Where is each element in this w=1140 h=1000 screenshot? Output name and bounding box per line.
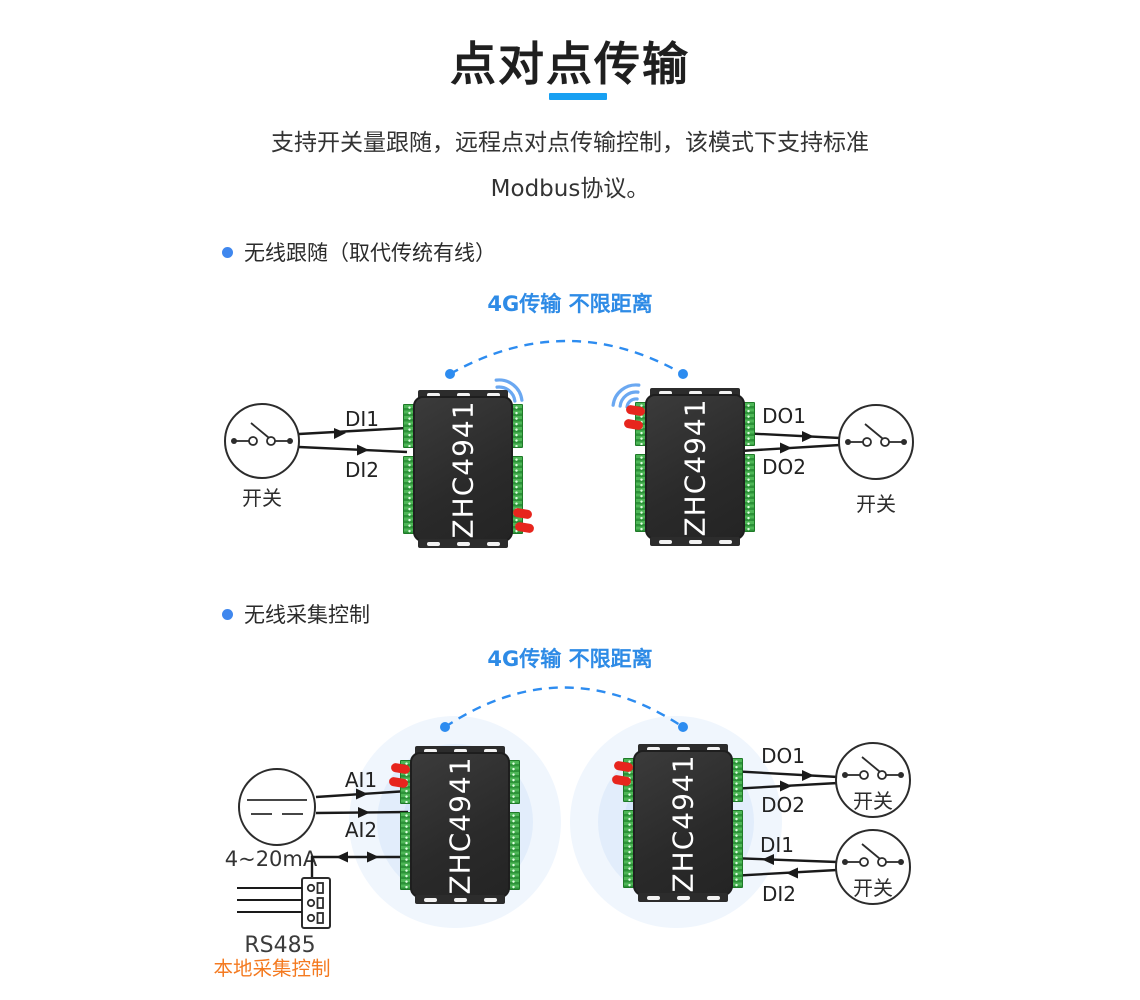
device-model-label: ZHC4941 [443, 755, 477, 895]
d2-ai-wires [315, 788, 409, 818]
device-model-label: ZHC4941 [446, 399, 480, 539]
bullet-icon [222, 608, 233, 620]
section1-heading-label: 无线跟随（取代传统有线） [244, 241, 496, 265]
d1-left-switch-node [224, 403, 300, 479]
section2-heading: 无线采集控制 [222, 599, 370, 629]
device-body: ZHC4941 [633, 750, 733, 896]
d2-top-switch-label: 开关 [853, 789, 893, 813]
mounting-flange [418, 539, 508, 548]
d1-do-wires [739, 431, 841, 454]
mounting-flange [415, 746, 505, 755]
d2-sensor-label: 4~20mA [225, 847, 318, 871]
mounting-flange [650, 388, 740, 397]
d2-do1-label: DO1 [761, 744, 805, 768]
d2-bottom-switch-label: 开关 [853, 876, 893, 900]
section1-heading: 无线跟随（取代传统有线） [222, 237, 496, 267]
d2-do-wires [729, 769, 839, 792]
d2-ai1-label: AI1 [345, 768, 377, 792]
d2-sensor-node [238, 768, 316, 846]
d2-di-wires [729, 854, 838, 879]
d2-bottom-switch-node [835, 829, 911, 905]
d1-do1-label: DO1 [762, 404, 806, 428]
d2-local-control-label: 本地采集控制 [213, 957, 330, 980]
subtitle-line-1: 支持开关量跟随，远程点对点传输控制，该模式下支持标准 [271, 130, 869, 156]
d2-rs485-label: RS485 [244, 933, 315, 958]
device-body: ZHC4941 [645, 394, 745, 540]
mounting-flange [650, 537, 740, 546]
bullet-icon [222, 246, 233, 258]
d2-left-device: ZHC4941 [388, 746, 521, 904]
d2-wireless-link-arc [440, 686, 688, 732]
device-model-label: ZHC4941 [666, 753, 700, 893]
d2-do2-label: DO2 [761, 793, 805, 817]
d1-left-switch-label: 开关 [242, 486, 282, 510]
page-title: 点对点传输 [450, 37, 690, 91]
d1-wireless-link-arc [445, 339, 688, 379]
d1-di1-label: DI1 [345, 407, 379, 431]
subtitle: 支持开关量跟随，远程点对点传输控制，该模式下支持标准 Modbus协议。 [0, 120, 1140, 212]
mounting-flange [415, 895, 505, 904]
subtitle-line-2: Modbus协议。 [490, 176, 650, 202]
d2-link-label: 4G传输 不限距离 [487, 647, 653, 671]
d1-left-device: ZHC4941 [402, 390, 535, 548]
d1-do2-label: DO2 [762, 455, 806, 479]
d2-di2-label: DI2 [762, 882, 796, 906]
d2-rs485-connector [237, 877, 331, 929]
mounting-flange [638, 744, 728, 753]
d1-right-device: ZHC4941 [623, 388, 756, 546]
device-model-label: ZHC4941 [678, 397, 712, 537]
mounting-flange [638, 893, 728, 902]
d2-ai2-label: AI2 [345, 818, 377, 842]
d1-link-label: 4G传输 不限距离 [487, 292, 653, 316]
d2-top-switch-node [835, 742, 911, 818]
mounting-flange [418, 390, 508, 399]
d1-di2-label: DI2 [345, 458, 379, 482]
title-underline [549, 93, 607, 100]
d2-rs485-wire [310, 851, 408, 880]
d1-di-wires [298, 426, 408, 456]
d2-right-device: ZHC4941 [611, 744, 744, 902]
device-body: ZHC4941 [413, 396, 513, 542]
d1-right-switch-label: 开关 [856, 492, 896, 516]
d1-right-switch-node [838, 404, 914, 480]
device-body: ZHC4941 [410, 752, 510, 898]
section2-heading-label: 无线采集控制 [244, 603, 370, 627]
d2-di1-label: DI1 [760, 833, 794, 857]
